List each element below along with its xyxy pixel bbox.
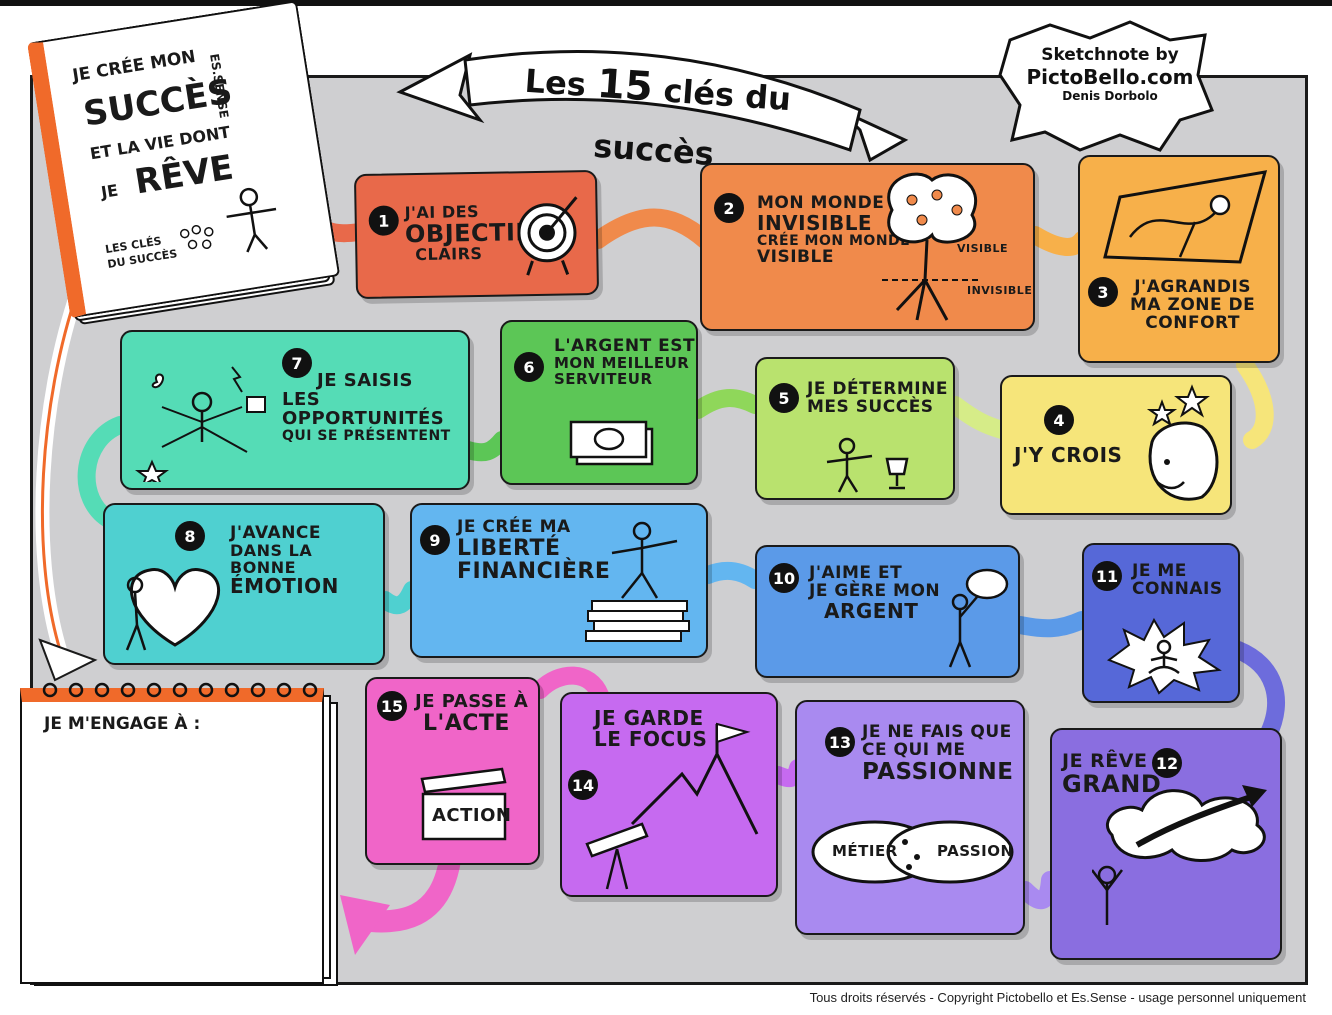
venn-diagram-icon [811, 820, 1014, 884]
step-4: 4 J'y crois [1000, 375, 1232, 515]
venn-label-left: Métier [832, 842, 898, 860]
step-number: 3 [1088, 277, 1118, 307]
stars-head-icon [1146, 384, 1219, 501]
step-text: Je garde le focus [594, 706, 708, 751]
step-number: 10 [769, 563, 799, 593]
telescope-mountain-icon [585, 722, 759, 890]
step-text: Je saisis les opportunités qui se présen… [282, 370, 451, 444]
top-edge-bar [0, 0, 1332, 6]
step-14: Je garde le focus 14 [560, 692, 778, 897]
step-text: Je crée ma liberté financière [457, 517, 611, 584]
money-stack-figure-icon [585, 521, 690, 642]
trophy-icon [826, 437, 909, 493]
step-text: Je me connais [1132, 561, 1223, 599]
step-number: 13 [825, 727, 855, 757]
step-text: Je ne fais que ce qui me passionne [862, 722, 1014, 785]
step-number: 5 [769, 383, 799, 413]
target-icon [517, 196, 578, 276]
step-11: 11 Je me connais [1082, 543, 1240, 703]
opportunities-icon [135, 366, 266, 482]
clapperboard-icon [420, 767, 507, 841]
step-number: 8 [175, 521, 205, 551]
step-number: 2 [714, 193, 744, 223]
step-12: Je rêve grand 12 [1050, 728, 1282, 960]
step-7: 7 Je saisis les opportunités qui se prés… [120, 330, 470, 490]
step-text: Je rêve grand [1062, 750, 1162, 798]
step-6: 6 L'argent est mon meilleur serviteur [500, 320, 698, 485]
bubbles-icon [179, 224, 214, 250]
step-1: 1 J'ai des objectifs clairs [353, 169, 600, 300]
step-5: 5 Je détermine mes succès [755, 357, 955, 500]
notebook-top-line4: je [99, 180, 120, 203]
copyright-footer: Tous droits réservés - Copyright Pictobe… [809, 990, 1306, 1005]
step-13: 13 Je ne fais que ce qui me passionne Mé… [795, 700, 1025, 935]
step-8: 8 J'avance dans la bonne émotion [103, 503, 385, 665]
heart-icon [125, 568, 221, 651]
step-2: 2 Mon monde invisible crée mon monde vis… [700, 163, 1035, 331]
step-text: J'aime et je gère mon argent [809, 563, 941, 623]
cloud-rocket-icon [1092, 785, 1267, 925]
piggy-bank-icon [948, 568, 1009, 668]
step-10: 10 J'aime et je gère mon argent [755, 545, 1020, 678]
step-text: J'avance dans la bonne émotion [230, 523, 339, 599]
step-text: Je passe à l'acte [415, 691, 529, 736]
notebook-bottom: Je m'engage à : [20, 682, 340, 988]
step-text: J'agrandis ma zone de confort [1130, 277, 1256, 333]
step-9: 9 Je crée ma liberté financière [410, 503, 708, 658]
step-number: 12 [1152, 748, 1182, 778]
label-visible: Visible [957, 242, 1009, 255]
commitment-heading: Je m'engage à : [44, 714, 201, 734]
step-text: L'argent est mon meilleur serviteur [554, 336, 696, 388]
step-number: 1 [368, 205, 400, 236]
step-number: 9 [420, 525, 450, 555]
title-number: 15 [595, 60, 655, 111]
clapper-label: Action [432, 805, 512, 826]
notebook-top: Je crée mon Succès et la vie dont je Rêv… [26, 0, 341, 330]
step-text: Je détermine mes succès [807, 379, 948, 417]
step-number: 6 [514, 352, 544, 382]
step-3: 3 J'agrandis ma zone de confort [1078, 155, 1280, 363]
step-number: 7 [282, 348, 312, 378]
step-15: 15 Je passe à l'acte Action [365, 677, 540, 865]
comfort-zone-icon [1103, 170, 1268, 264]
tree-icon [882, 172, 982, 321]
step-number: 11 [1092, 561, 1122, 591]
sketchnote-badge: Sketchnote by PictoBello.com Denis Dorbo… [1026, 45, 1194, 103]
step-number: 14 [568, 770, 598, 800]
step-text: Mon monde invisible crée mon monde visib… [757, 193, 911, 267]
meditation-icon [1106, 617, 1222, 695]
stick-figure-icon [226, 187, 277, 253]
spiral-rings-icon [42, 682, 318, 698]
step-text: J'y crois [1014, 443, 1123, 467]
step-number: 4 [1044, 405, 1074, 435]
label-invisible: Invisible [967, 284, 1033, 297]
step-number: 15 [377, 691, 407, 721]
venn-label-right: Passion [937, 842, 1014, 860]
banknotes-icon [569, 420, 654, 466]
